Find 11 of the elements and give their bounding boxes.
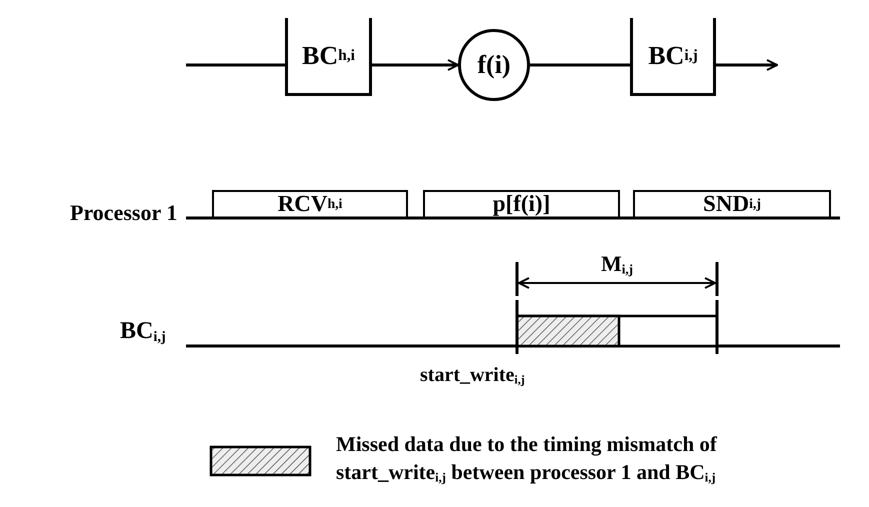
arrow	[372, 59, 459, 71]
connector-line	[186, 64, 285, 66]
time-label: start_write$_{i,j}$	[420, 364, 525, 388]
function-circle: f(i)	[458, 29, 530, 101]
legend-text: Missed data due to the timing mismatch of start_write$_{i,j}$ between processor 1 and BC$_{i,j}$	[336, 431, 718, 487]
row-label: Processor 1	[70, 200, 178, 226]
arrow	[716, 59, 778, 71]
connector-line	[530, 64, 630, 66]
time-slot-box: p[f(i)]	[423, 190, 620, 217]
dimension-label: M$_{i,j}$	[600, 251, 634, 278]
row-label: BC$_{i,j}$	[120, 318, 166, 346]
